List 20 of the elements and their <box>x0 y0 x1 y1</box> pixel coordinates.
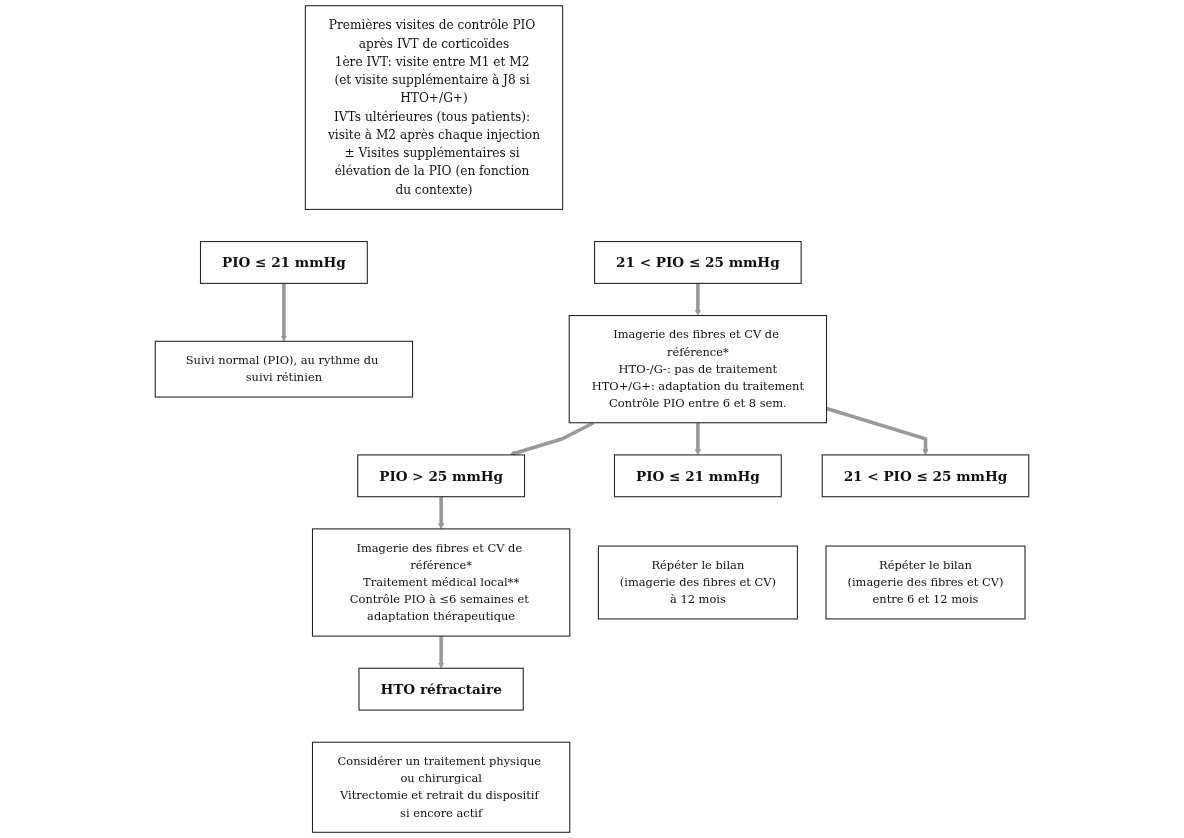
arrow <box>694 283 701 316</box>
node-box: HTO réfractaire <box>358 667 524 711</box>
node-box: Répéter le bilan (imagerie des fibres et CV) à 12 mois <box>597 545 798 620</box>
node-box: PIO ≤ 21 mmHg <box>199 241 368 284</box>
node-box: PIO > 25 mmHg <box>357 454 526 498</box>
node-box: Considérer un traitement physique ou chirurgical Vitrectomie et retrait du dispositif si encore actif <box>311 741 571 833</box>
arrow <box>694 422 701 456</box>
arrow <box>438 496 445 530</box>
arrow <box>826 406 929 456</box>
node-box: Imagerie des fibres et CV de référence* Traitement médical local** Contrôle PIO à ≤6 semaines et adaptation thérapeutique <box>311 528 571 637</box>
node-box: PIO ≤ 21 mmHg <box>613 454 782 498</box>
node-box: Répéter le bilan (imagerie des fibres et CV) entre 6 et 12 mois <box>825 545 1026 620</box>
arrow <box>438 636 445 669</box>
node-box: Suivi normal (PIO), au rythme du suivi rétinien <box>154 340 414 398</box>
node-box: 21 < PIO ≤ 25 mmHg <box>594 241 802 284</box>
node-box: 21 < PIO ≤ 25 mmHg <box>821 454 1030 498</box>
node-box: Premières visites de contrôle PIO après IVT de corticoïdes 1ère IVT: visite entre M1 et M2 (et visite supplémentaire à J8 si HTO+/G+) IVTs ultérieures (tous patients): visite à M2 après chaque injection ± Visites supplémentaires si élévation de la PIO (en fonction du contexte) <box>304 5 564 210</box>
arrow <box>509 421 595 457</box>
arrow <box>280 283 288 342</box>
node-box: Imagerie des fibres et CV de référence* HTO-/G-: pas de traitement HTO+/G+: adaptation du traitement Contrôle PIO entre 6 et 8 sem. <box>568 315 828 424</box>
